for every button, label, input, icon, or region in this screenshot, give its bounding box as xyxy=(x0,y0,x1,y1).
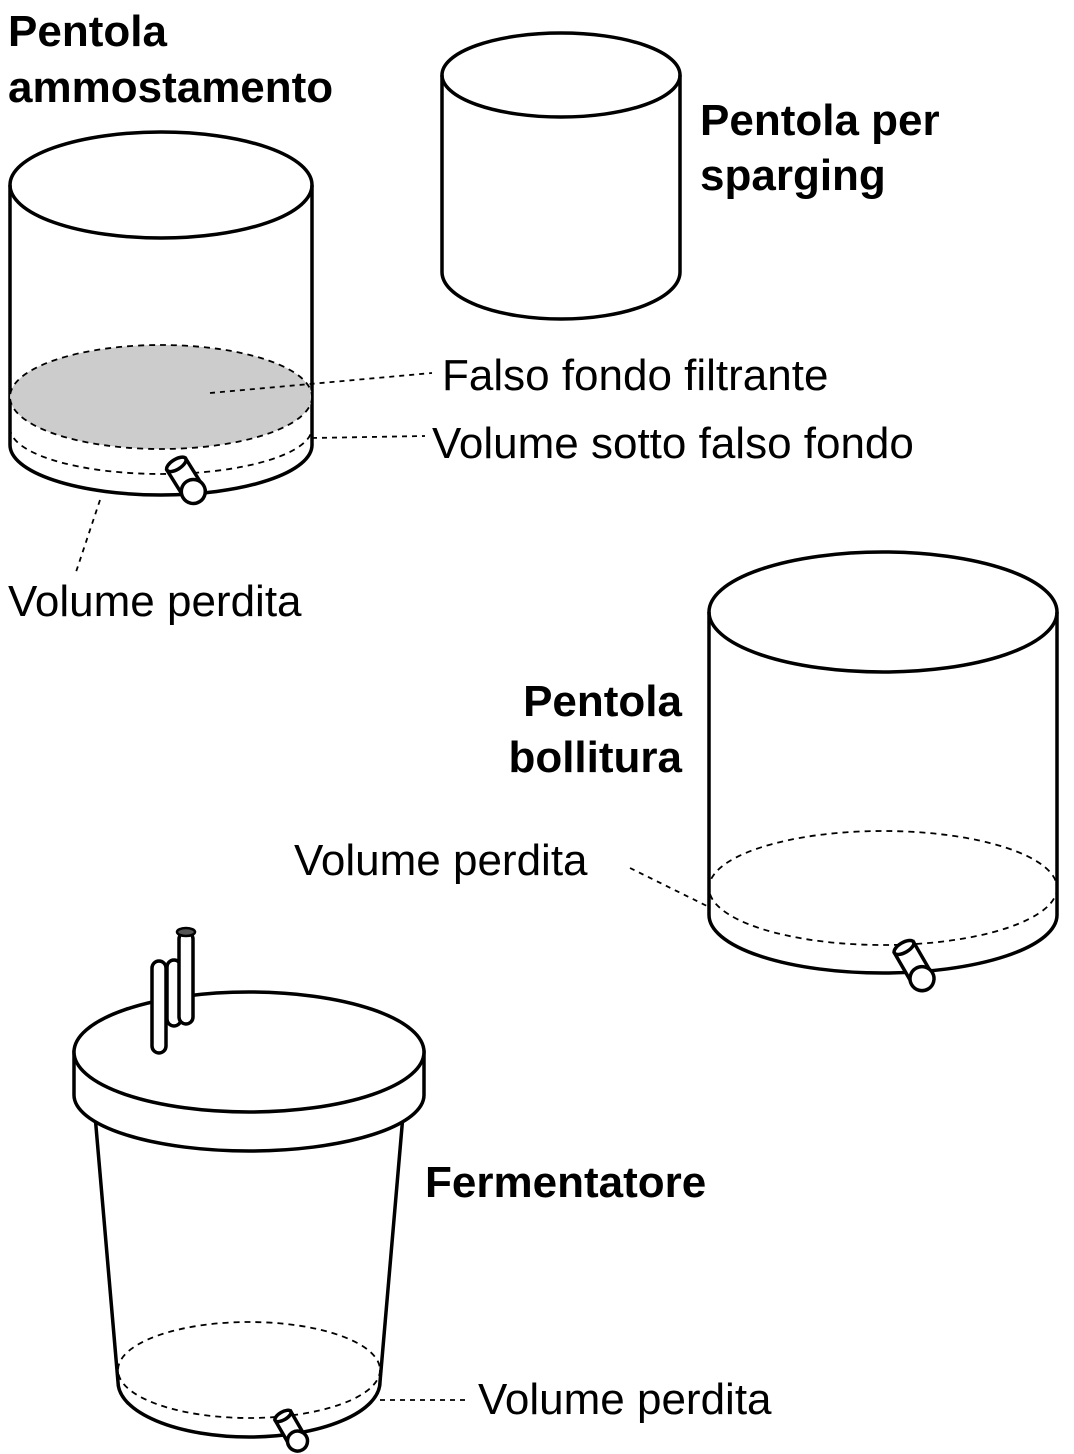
fermenter-title: Fermentatore xyxy=(425,1158,706,1207)
boil-kettle-rim xyxy=(707,550,1059,674)
boil-kettle-loss-level xyxy=(708,830,1058,946)
under-false-bottom-label: Volume sotto falso fondo xyxy=(432,419,914,468)
mash-tun: Pentola ammostamento Falso fondo filtran… xyxy=(8,7,914,626)
false-bottom-label: Falso fondo filtrante xyxy=(442,351,828,400)
fermenter-body xyxy=(93,1114,405,1439)
mash-tun-title-line1: Pentola xyxy=(8,7,167,56)
mash-tun-body xyxy=(8,185,314,497)
boil-kettle-loss-leader xyxy=(629,867,710,908)
airlock xyxy=(150,926,197,1055)
fermenter-loss-label: Volume perdita xyxy=(478,1375,772,1424)
mash-tun-rim xyxy=(8,130,314,240)
fermenter-valve xyxy=(272,1408,310,1453)
boil-kettle: Pentola bollitura Volume perdita xyxy=(294,550,1059,993)
under-false-bottom-leader xyxy=(311,435,426,439)
boil-kettle-title-line2: bollitura xyxy=(508,733,682,782)
mash-tun-loss-label: Volume perdita xyxy=(8,577,302,626)
fermenter-loss-level xyxy=(117,1321,381,1419)
mash-tun-loss-leader xyxy=(74,499,101,576)
boil-kettle-title-line1: Pentola xyxy=(523,677,682,726)
boil-kettle-loss-label: Volume perdita xyxy=(294,836,588,885)
fermenter-lid-top xyxy=(72,990,426,1114)
sparge-pot-body xyxy=(440,75,682,321)
sparge-pot-title-line2: sparging xyxy=(700,151,886,200)
mash-tun-valve xyxy=(164,455,208,506)
false-bottom-leader xyxy=(209,372,433,394)
sparge-pot-title-line1: Pentola per xyxy=(700,96,940,145)
fermenter: Fermentatore Volume perdita xyxy=(72,926,772,1453)
sparge-pot: Pentola per sparging xyxy=(440,31,940,321)
boil-kettle-valve xyxy=(892,938,936,993)
under-false-bottom-level xyxy=(9,427,313,475)
mash-tun-title-line2: ammostamento xyxy=(8,63,333,112)
false-bottom-disc xyxy=(9,344,313,450)
boil-kettle-body xyxy=(707,612,1059,975)
sparge-pot-rim xyxy=(440,31,682,119)
